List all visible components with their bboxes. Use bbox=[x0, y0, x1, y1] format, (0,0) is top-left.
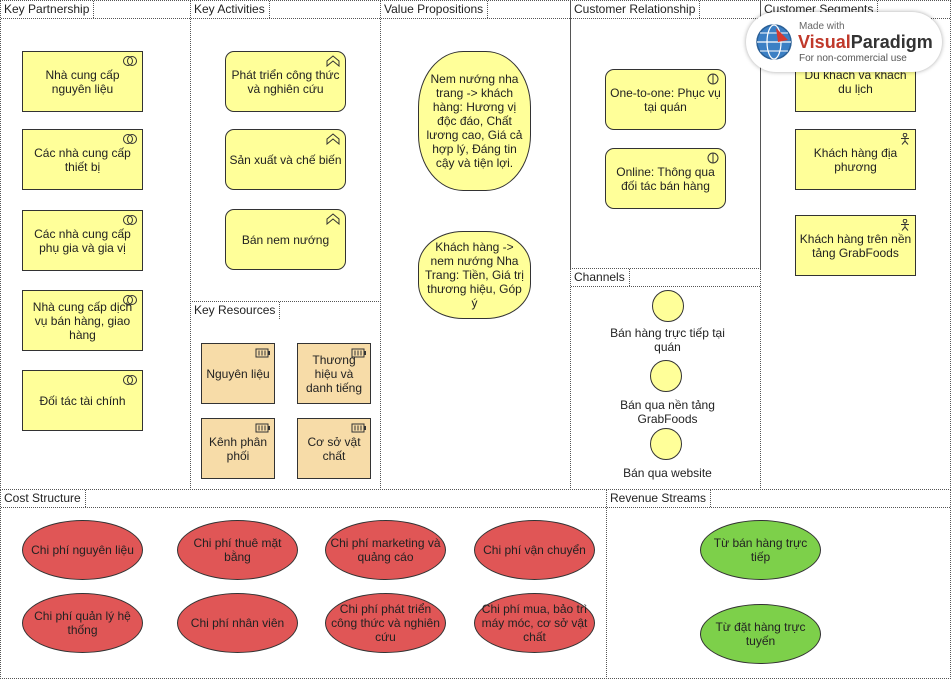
watermark-note: For non-commercial use bbox=[799, 53, 907, 64]
segment-label: Khách hàng địa phương bbox=[813, 145, 898, 174]
cost-label: Chi phí mua, bảo trì máy móc, cơ sở vật … bbox=[481, 602, 588, 644]
channel-node[interactable] bbox=[652, 290, 684, 322]
revenue-label: Từ bán hàng trực tiếp bbox=[713, 536, 808, 564]
activity-label: Bán nem nướng bbox=[241, 232, 330, 247]
customer-relationship-section: Customer Relationship bbox=[570, 0, 761, 269]
activity-box[interactable]: Bán nem nướng bbox=[225, 209, 346, 270]
value-proposition[interactable]: Nem nướng nha trang -> khách hàng: Hương… bbox=[418, 51, 531, 191]
section-title: Key Resources bbox=[191, 302, 281, 319]
segment-box[interactable]: Khách hàng trên nền tảng GrabFoods bbox=[795, 215, 916, 276]
revenue-label: Từ đặt hàng trực tuyến bbox=[715, 620, 806, 648]
revenue-item[interactable]: Từ đặt hàng trực tuyến bbox=[700, 604, 821, 664]
cost-label: Chi phí quản lý hệ thống bbox=[34, 609, 131, 637]
cost-item[interactable]: Chi phí nhân viên bbox=[177, 593, 298, 653]
segment-box[interactable]: Khách hàng địa phương bbox=[795, 129, 916, 190]
collaboration-icon bbox=[123, 215, 137, 225]
collaboration-icon bbox=[123, 134, 137, 144]
battery-icon bbox=[255, 423, 270, 433]
cost-item[interactable]: Chi phí quản lý hệ thống bbox=[22, 593, 143, 653]
resource-label: Thương hiệu và danh tiếng bbox=[305, 352, 363, 395]
cost-label: Chi phí vận chuyển bbox=[483, 543, 586, 557]
resource-box[interactable]: Thương hiệu và danh tiếng bbox=[297, 343, 371, 404]
activity-label: Phát triển công thức và nghiên cứu bbox=[231, 67, 340, 96]
process-icon bbox=[326, 213, 340, 225]
watermark-brand-a: Visual bbox=[798, 32, 851, 52]
resource-label: Nguyên liệu bbox=[206, 366, 270, 381]
service-icon bbox=[707, 73, 719, 85]
cost-label: Chi phí phát triển công thức và nghiên c… bbox=[331, 602, 440, 644]
cost-item[interactable]: Chi phí mua, bảo trì máy móc, cơ sở vật … bbox=[474, 593, 595, 653]
section-title: Channels bbox=[571, 269, 630, 286]
partner-box[interactable]: Nhà cung cấp dịch vụ bán hàng, giao hàng bbox=[22, 290, 143, 351]
section-title: Customer Relationship bbox=[571, 1, 701, 18]
actor-icon bbox=[901, 219, 909, 231]
cost-item[interactable]: Chi phí marketing và quảng cáo bbox=[325, 520, 446, 580]
cost-item[interactable]: Chi phí phát triển công thức và nghiên c… bbox=[325, 593, 446, 653]
cost-item[interactable]: Chi phí thuê mặt bằng bbox=[177, 520, 298, 580]
activity-box[interactable]: Phát triển công thức và nghiên cứu bbox=[225, 51, 346, 112]
collaboration-icon bbox=[123, 295, 137, 305]
collaboration-icon bbox=[123, 56, 137, 66]
watermark-brand-b: Paradigm bbox=[850, 32, 933, 52]
resource-label: Kênh phân phối bbox=[208, 434, 268, 463]
battery-icon bbox=[351, 423, 366, 433]
section-title: Key Activities bbox=[191, 1, 270, 18]
activity-box[interactable]: Sản xuất và chế biến bbox=[225, 129, 346, 190]
partner-box[interactable]: Các nhà cung cấp phụ gia và gia vị bbox=[22, 210, 143, 271]
service-icon bbox=[707, 152, 719, 164]
cost-item[interactable]: Chi phí vận chuyển bbox=[474, 520, 595, 580]
value-proposition-text: Khách hàng -> nem nướng Nha Trang: Tiền,… bbox=[425, 240, 524, 310]
partner-label: Đối tác tài chính bbox=[39, 393, 126, 408]
process-icon bbox=[326, 133, 340, 145]
cost-label: Chi phí marketing và quảng cáo bbox=[330, 536, 441, 564]
partner-label: Nhà cung cấp nguyên liệu bbox=[45, 67, 120, 96]
partner-label: Nhà cung cấp dịch vụ bán hàng, giao hàng bbox=[32, 299, 133, 342]
revenue-item[interactable]: Từ bán hàng trực tiếp bbox=[700, 520, 821, 580]
value-proposition-text: Nem nướng nha trang -> khách hàng: Hương… bbox=[426, 72, 523, 170]
actor-icon bbox=[901, 133, 909, 145]
channel-node[interactable] bbox=[650, 360, 682, 392]
partner-label: Các nhà cung cấp phụ gia và gia vị bbox=[34, 226, 131, 255]
cost-item[interactable]: Chi phí nguyên liệu bbox=[22, 520, 143, 580]
section-title: Revenue Streams bbox=[607, 490, 712, 507]
resource-box[interactable]: Cơ sở vật chất bbox=[297, 418, 371, 479]
relationship-box[interactable]: Online: Thông qua đối tác bán hàng bbox=[605, 148, 726, 209]
partner-label: Các nhà cung cấp thiết bị bbox=[34, 145, 131, 174]
cost-label: Chi phí thuê mặt bằng bbox=[193, 536, 282, 564]
segment-label: Khách hàng trên nền tảng GrabFoods bbox=[799, 231, 912, 260]
channel-label: Bán qua website bbox=[623, 466, 712, 480]
partner-box[interactable]: Đối tác tài chính bbox=[22, 370, 143, 431]
cost-label: Chi phí nhân viên bbox=[190, 616, 285, 630]
battery-icon bbox=[255, 348, 270, 358]
relationship-box[interactable]: One-to-one: Phục vụ tại quán bbox=[605, 69, 726, 130]
globe-logo-icon bbox=[756, 24, 792, 60]
cost-label: Chi phí nguyên liệu bbox=[31, 543, 134, 557]
value-proposition[interactable]: Khách hàng -> nem nướng Nha Trang: Tiền,… bbox=[418, 231, 531, 319]
process-icon bbox=[326, 55, 340, 67]
partner-box[interactable]: Các nhà cung cấp thiết bị bbox=[22, 129, 143, 190]
section-title: Value Propositions bbox=[381, 1, 489, 18]
resource-box[interactable]: Nguyên liệu bbox=[201, 343, 275, 404]
resource-label: Cơ sở vật chất bbox=[307, 434, 361, 463]
watermark-brand: VisualParadigm bbox=[798, 32, 933, 52]
resource-box[interactable]: Kênh phân phối bbox=[201, 418, 275, 479]
visual-paradigm-watermark: Made with VisualParadigm For non-commerc… bbox=[746, 12, 942, 72]
collaboration-icon bbox=[123, 375, 137, 385]
channel-label: Bán qua nền tảng GrabFoods bbox=[620, 398, 715, 426]
section-title: Cost Structure bbox=[1, 490, 86, 507]
battery-icon bbox=[351, 348, 366, 358]
watermark-made-with: Made with bbox=[799, 21, 845, 32]
section-title: Key Partnership bbox=[1, 1, 95, 18]
activity-label: Sản xuất và chế biến bbox=[229, 152, 342, 167]
partner-box[interactable]: Nhà cung cấp nguyên liệu bbox=[22, 51, 143, 112]
channel-node[interactable] bbox=[650, 428, 682, 460]
relationship-label: One-to-one: Phục vụ tại quán bbox=[610, 85, 721, 114]
relationship-label: Online: Thông qua đối tác bán hàng bbox=[616, 164, 715, 193]
channel-label: Bán hàng trực tiếp tại quán bbox=[610, 326, 725, 354]
